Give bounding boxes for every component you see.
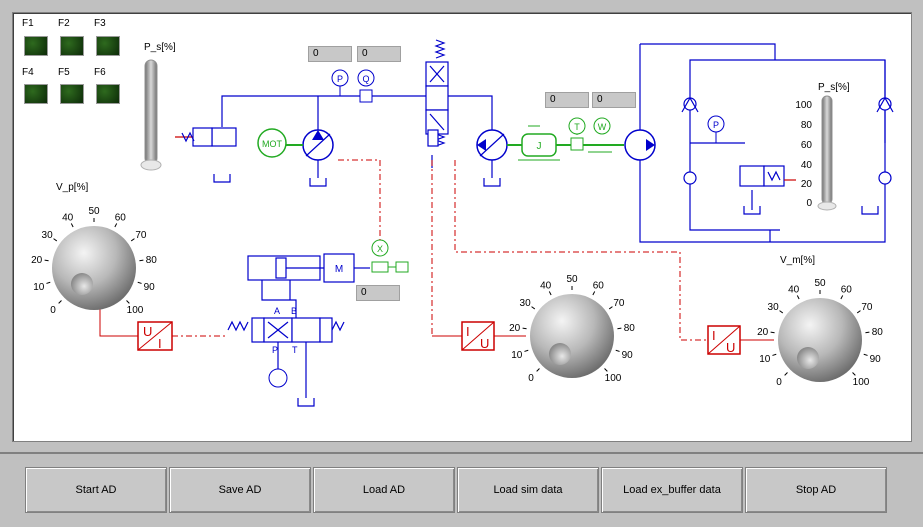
led-label-f2: F2 [58,18,70,29]
relief-valve-right [739,165,796,187]
knob-vm[interactable] [774,294,866,386]
speed-sensor: W [593,117,611,135]
hydraulic-motor [476,129,508,161]
speed-sensor-label: W [598,122,607,132]
knob-vp[interactable] [48,222,140,314]
led-f5 [60,84,84,104]
iu-converter-3-i: I [712,328,716,343]
pressure-sensor-label: P [337,74,343,84]
ui-converter-1-i: I [158,336,162,351]
led-label-f3: F3 [94,18,106,29]
position-sensor: X [371,239,409,273]
flow-sensor: Q [357,69,375,103]
iu-converter-2: I U [461,321,495,351]
load-ex-buffer-button[interactable]: Load ex_buffer data [601,467,743,513]
gauge-tick-0: 0 [806,198,812,209]
electric-motor-label: MOT [262,139,282,149]
flow-sensor-label: Q [362,74,369,84]
directional-valve-lower: A B P T [227,306,345,355]
iu-converter-2-u: U [480,336,489,351]
port-a-label: A [274,306,280,316]
gauge-tick-20: 20 [801,179,813,190]
pressure-gauge-right-label: P_s[%] [818,82,850,93]
main-pump [286,129,334,161]
pressure-gauge-left: P_s[%] [140,42,176,171]
port-p-label: P [272,345,278,355]
led-f2 [60,36,84,56]
directional-valve-main [425,39,449,147]
position-sensor-label: X [377,244,383,254]
tank-symbols [213,174,879,407]
start-ad-button[interactable]: Start AD [25,467,167,513]
hydraulic-cylinder: M [247,253,355,283]
gauge-tick-60: 60 [801,140,813,151]
knob-vp-body [52,226,136,310]
ui-converter-1: U I [137,321,173,351]
position-readout: 0 [356,285,400,301]
gauge-tick-40: 40 [801,160,813,171]
relief-valve-left [175,127,237,147]
pressure-sensor: P [331,69,349,96]
iu-converter-3: I U [707,325,741,355]
load-ad-button[interactable]: Load AD [313,467,455,513]
led-label-f4: F4 [22,67,34,78]
port-t-label: T [292,345,298,355]
torque-sensor: T [568,117,586,135]
pressure-gauge-left-label: P_s[%] [144,42,176,53]
led-label-f1: F1 [22,18,34,29]
iu-converter-2-i: I [466,324,470,339]
flow-readout: 0 [357,46,401,62]
supply-source [268,368,288,388]
check-valves-right [681,96,894,185]
gauge-tick-80: 80 [801,120,813,131]
speed-readout: 0 [592,92,636,108]
led-label-f6: F6 [94,67,106,78]
gauge-tick-100: 100 [795,100,812,111]
led-label-f5: F5 [58,67,70,78]
mass-label: M [335,264,343,275]
save-ad-button[interactable]: Save AD [169,467,311,513]
panel-separator [0,452,923,454]
inertia-load: J [507,125,624,161]
led-f1 [24,36,48,56]
pressure-sensor-right: P [707,115,725,143]
led-f6 [96,84,120,104]
load-sim-data-button[interactable]: Load sim data [457,467,599,513]
torque-readout: 0 [545,92,589,108]
knob-mid-body [530,294,614,378]
pressure-sensor-right-label: P [713,120,719,130]
ui-converter-1-u: U [143,324,152,339]
electric-motor: MOT [257,128,287,158]
schematic-panel [12,12,912,442]
signal-lines [99,159,774,341]
stop-ad-button[interactable]: Stop AD [745,467,887,513]
iu-converter-3-u: U [726,340,735,355]
led-f4 [24,84,48,104]
inertia-label: J [537,141,542,152]
pressure-gauge-right: P_s[%] 100 80 60 40 20 0 [795,82,850,211]
hydraulic-lines [221,43,886,398]
port-b-label: B [291,306,297,316]
load-pump [624,129,656,161]
led-f3 [96,36,120,56]
knob-mid[interactable] [526,290,618,382]
pressure-readout: 0 [308,46,352,62]
knob-vm-body [778,298,862,382]
torque-sensor-label: T [574,122,580,132]
